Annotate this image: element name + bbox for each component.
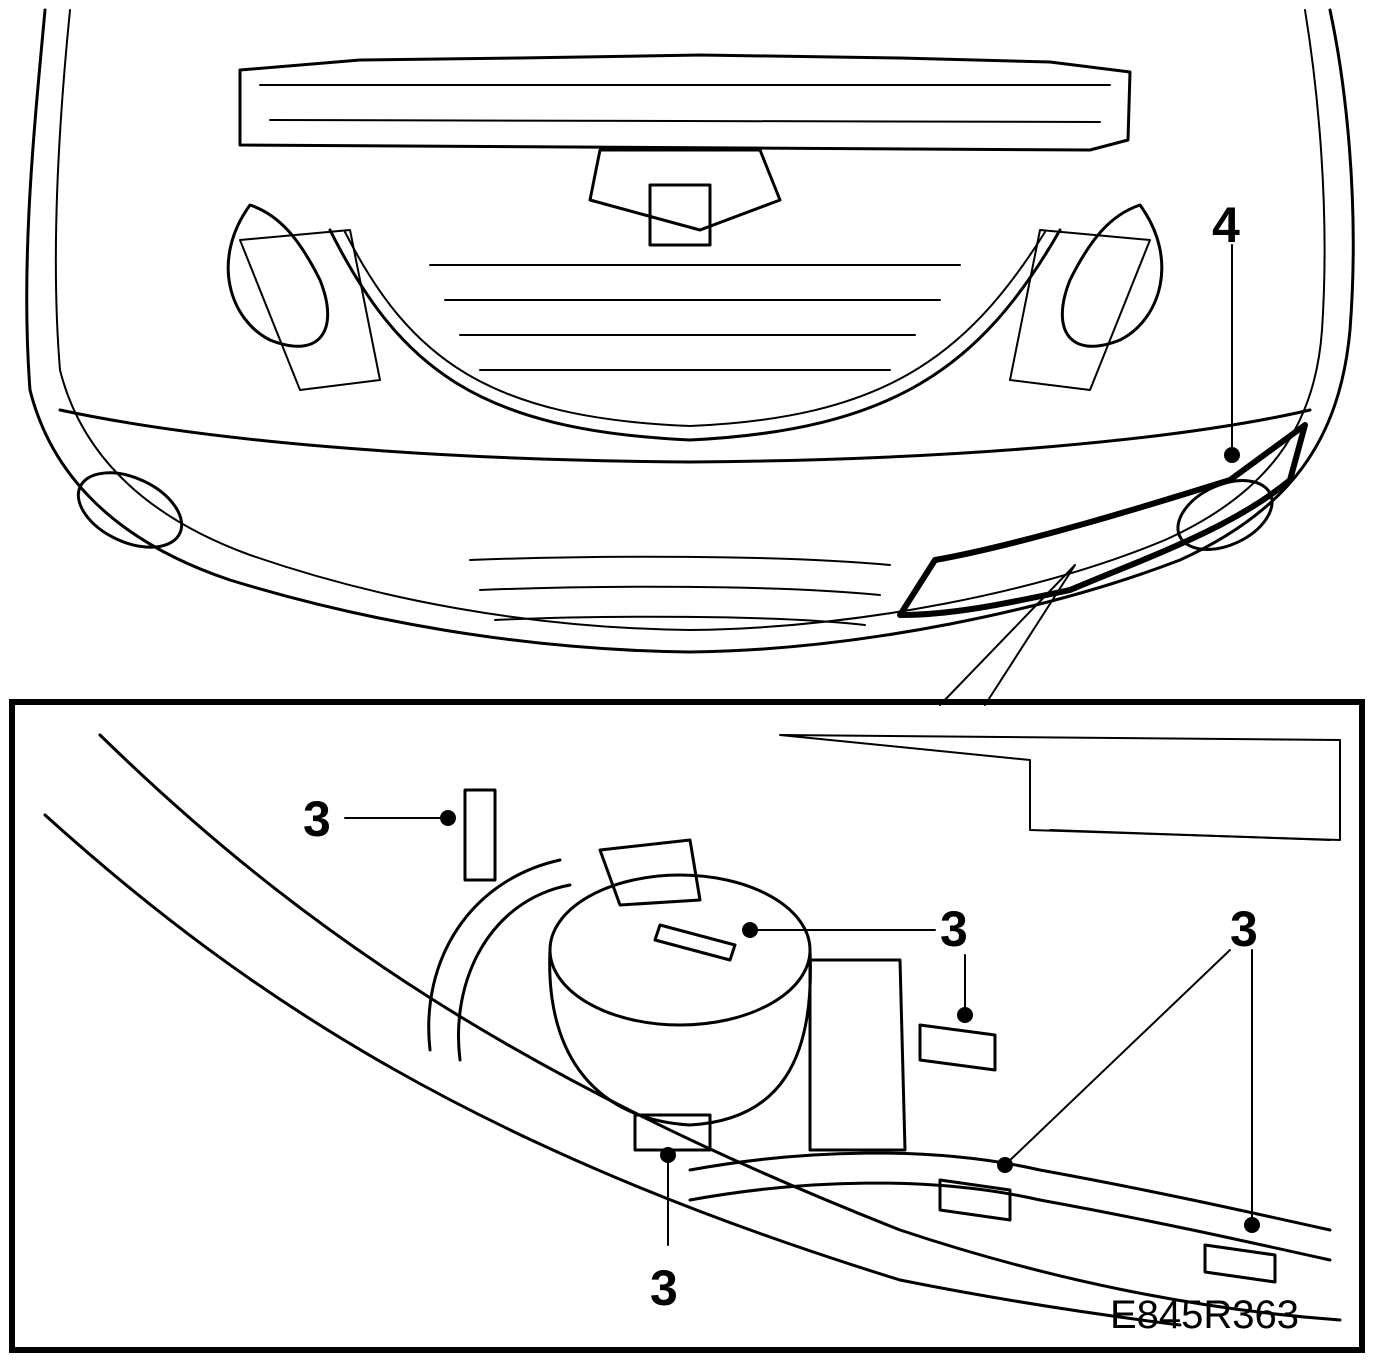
callout-3-reservoir: 3 — [940, 901, 968, 957]
grille — [328, 228, 1062, 442]
bumper-outline — [25, 8, 1355, 654]
car-front-view — [25, 8, 1355, 706]
fog-lamp-left — [76, 471, 184, 549]
clip-1 — [633, 1113, 712, 1152]
callout-leaders — [344, 244, 1260, 1246]
detail-inset-frame — [9, 699, 1365, 1353]
clip-5 — [1203, 1243, 1277, 1284]
detail-inset — [43, 733, 1342, 1327]
lower-panel-highlight — [897, 422, 1308, 618]
callout-3-bottom: 3 — [650, 1260, 678, 1316]
figure-code: E845R363 — [1110, 1293, 1299, 1337]
clip-3 — [918, 1023, 997, 1072]
callout-4: 4 — [1212, 197, 1240, 253]
clip-4 — [938, 1178, 1012, 1222]
clip-6 — [463, 788, 497, 882]
callout-3-right: 3 — [1230, 901, 1258, 957]
callout-3-upper-left: 3 — [303, 791, 331, 847]
clip-2 — [653, 923, 737, 962]
coolant-reservoir — [548, 873, 812, 1027]
